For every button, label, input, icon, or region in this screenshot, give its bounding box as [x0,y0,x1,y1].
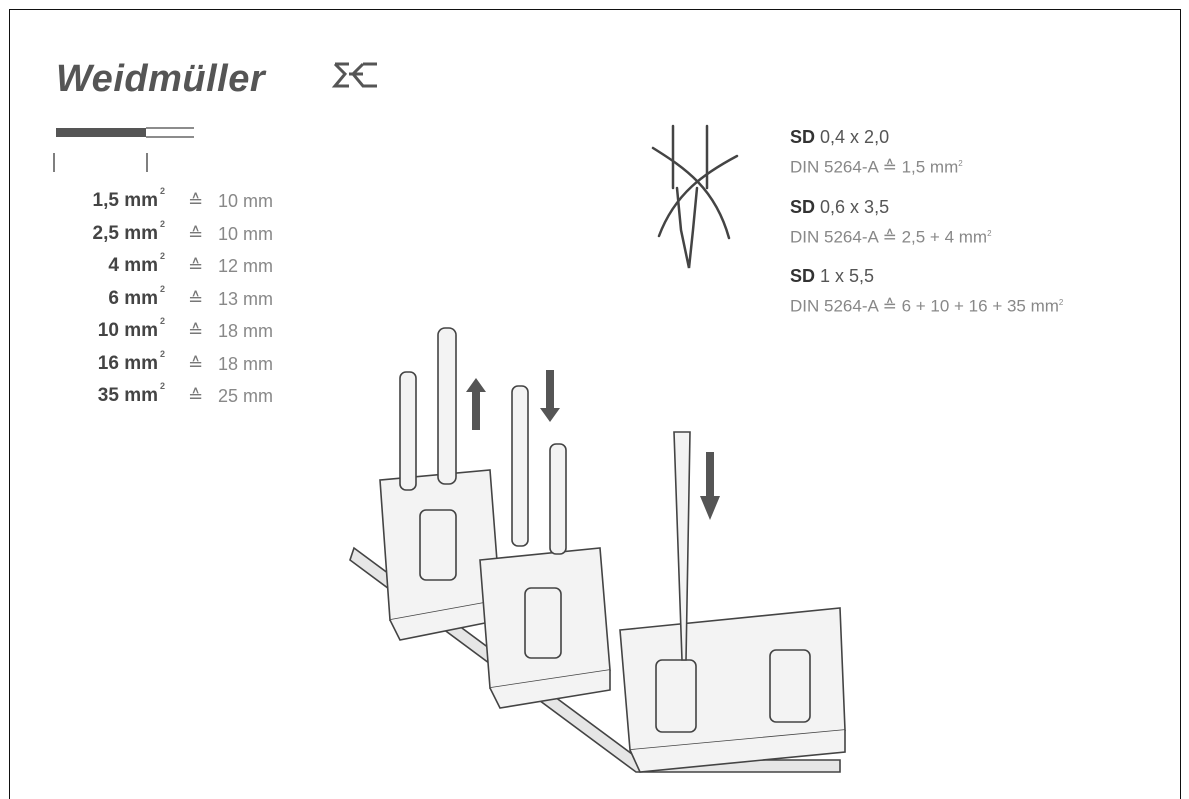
screwdriver-spec: SD 0,6 x 3,5 DIN 5264-A ≙ 2,5 + 4 mm2 [790,194,1063,251]
strip-length-row: 6 mm 2 ≙ 13 mm [50,284,290,321]
brand-name: Weidmüller [56,58,266,100]
cross-section: 2,5 mm [92,222,158,244]
page-frame [9,9,1181,799]
superscript: 2 [958,159,963,168]
superscript: 2 [160,218,166,229]
stripped-wire-icon [53,127,194,172]
terminal-block-illustration [349,327,846,773]
strip-length: 18 mm [218,321,274,341]
strip-length: 10 mm [218,191,274,211]
corresponds-symbol: ≙ [188,321,204,341]
strip-length-row: 1,5 mm 2 ≙ 10 mm [50,186,290,223]
strip-length: 18 mm [218,353,274,374]
tool-dimensions: 0,6 x 3,5 [820,196,890,217]
superscript: 2 [160,186,166,196]
screwdriver-icon [651,124,739,269]
strip-length: 13 mm [218,288,274,309]
strip-length-row: 10 mm 2 ≙ 18 mm [50,316,290,353]
cross-section: 16 mm [97,352,158,374]
tool-dimensions: 0,4 x 2,0 [820,127,890,147]
screwdriver-spec: SD 1 x 5,5 DIN 5264-A ≙ 6 + 10 + 16 + 35… [790,263,1063,320]
strip-length-row: 35 mm 2 ≙ 25 mm [50,381,290,418]
tool-code: SD [790,266,816,287]
cross-section: 10 mm [97,320,158,341]
cross-section: 35 mm [97,385,158,406]
superscript: 2 [1058,298,1064,308]
weidmuller-logo-icon [331,62,377,88]
tool-dimensions: 1 x 5,5 [820,266,875,287]
din-spec: DIN 5264-A ≙ 1,5 mm [790,157,959,177]
strip-length: 10 mm [218,223,274,244]
cross-section: 4 mm [108,255,158,276]
superscript: 2 [160,283,166,294]
superscript: 2 [160,316,166,326]
corresponds-symbol: ≙ [188,191,204,211]
strip-length-table: 1,5 mm 2 ≙ 10 mm 2,5 mm 2 ≙ 10 mm 4 mm 2… [50,186,290,418]
corresponds-symbol: ≙ [188,256,204,276]
strip-length-row: 2,5 mm 2 ≙ 10 mm [50,219,290,256]
tool-code: SD [790,196,816,217]
arrow-up-icon [466,378,486,430]
superscript: 2 [160,251,166,261]
strip-length: 12 mm [218,256,274,276]
arrow-down-icon [700,452,720,520]
cross-section: 6 mm [108,287,158,309]
screwdriver-spec-list: SD 0,4 x 2,0 DIN 5264-A ≙ 1,5 mm2 SD 0,6… [790,124,1063,333]
arrow-down-icon [540,370,560,422]
screwdriver-spec: SD 0,4 x 2,0 DIN 5264-A ≙ 1,5 mm2 [790,124,1063,181]
tool-code: SD [790,127,816,147]
superscript: 2 [987,228,992,238]
superscript: 2 [160,381,166,391]
cross-section: 1,5 mm [92,190,158,211]
corresponds-symbol: ≙ [188,386,204,406]
strip-length: 25 mm [218,386,274,406]
strip-length-row: 16 mm 2 ≙ 18 mm [50,349,290,386]
superscript: 2 [160,348,166,359]
corresponds-symbol: ≙ [188,223,204,244]
din-spec: DIN 5264-A ≙ 2,5 + 4 mm [790,227,988,247]
corresponds-symbol: ≙ [188,353,204,374]
din-spec: DIN 5264-A ≙ 6 + 10 + 16 + 35 mm [790,296,1059,316]
corresponds-symbol: ≙ [188,288,204,309]
strip-length-row: 4 mm 2 ≙ 12 mm [50,251,290,288]
